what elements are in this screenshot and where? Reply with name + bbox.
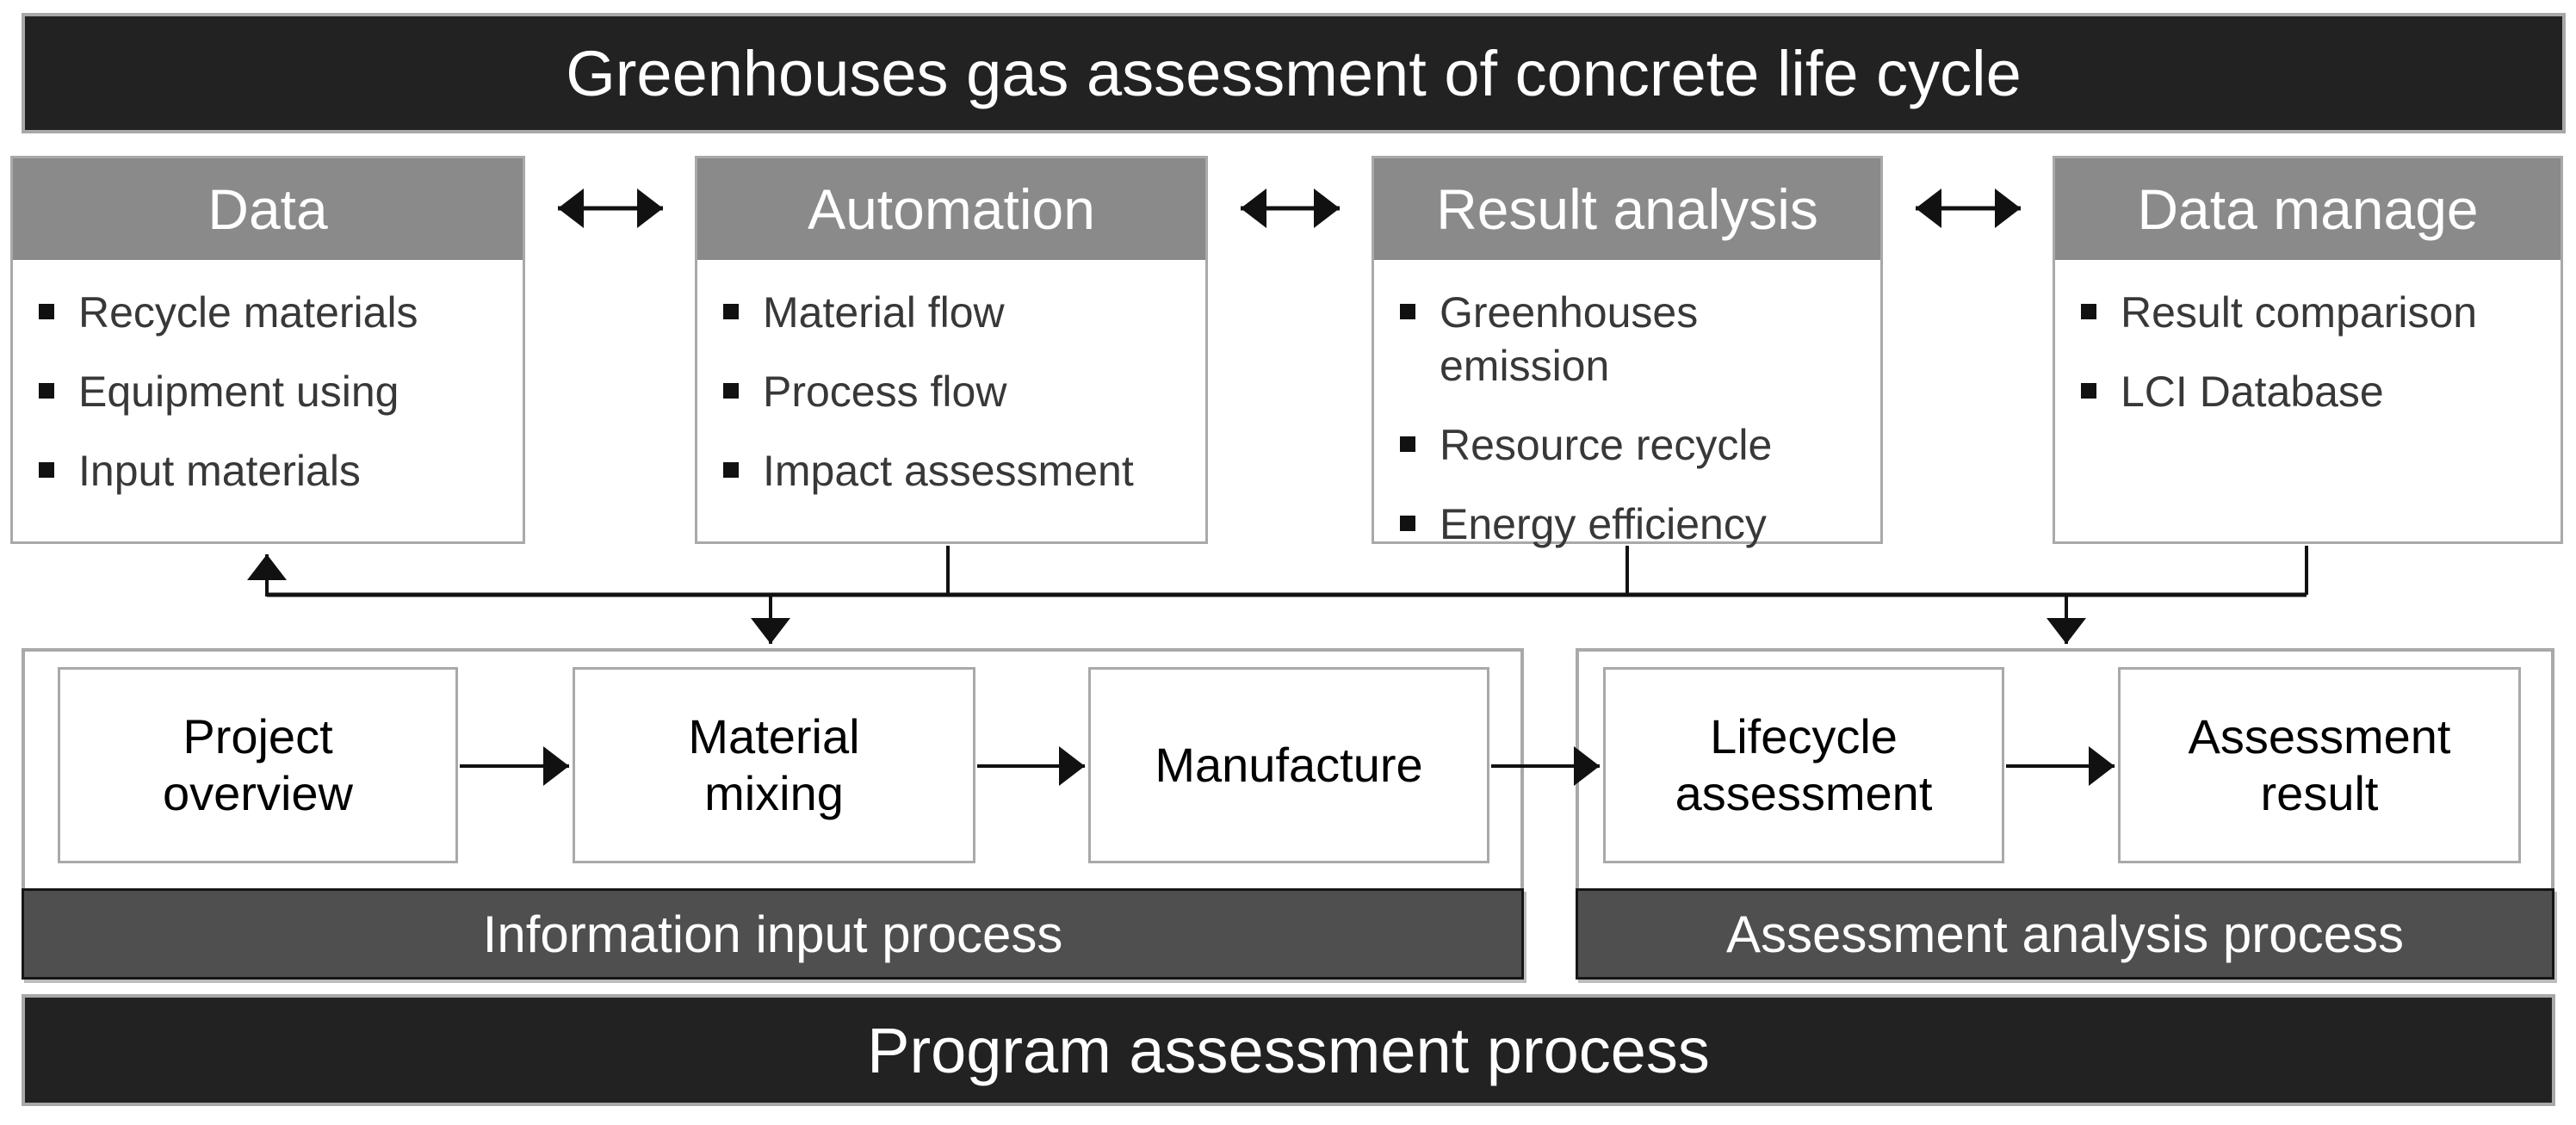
bullet-icon: [1400, 304, 1415, 319]
group-label: Information input process: [482, 905, 1063, 963]
module-data-title: Data: [207, 177, 328, 241]
bullet-icon: [39, 462, 54, 478]
module-result-analysis-header: Result analysis: [1374, 158, 1880, 260]
module-data-list: Recycle materials Equipment using Input …: [13, 286, 523, 498]
list-item: Recycle materials: [13, 286, 523, 339]
step-label: Lifecycle assessment: [1675, 708, 1933, 820]
bullet-icon: [1400, 516, 1415, 531]
diagram-title: Greenhouses gas assessment of concrete l…: [566, 37, 2022, 109]
step-label: Manufacture: [1155, 737, 1423, 792]
module-data-manage-header: Data manage: [2055, 158, 2561, 260]
list-item: Greenhouses emission: [1374, 286, 1880, 393]
list-item-label: Input materials: [78, 447, 361, 495]
footer-bar: Program assessment process: [22, 994, 2555, 1106]
group-label: Assessment analysis process: [1726, 905, 2404, 963]
list-item-label: Greenhouses emission: [1440, 288, 1699, 390]
title-bar: Greenhouses gas assessment of concrete l…: [22, 13, 2566, 133]
step-material-mixing: Material mixing: [573, 667, 975, 863]
list-item: Resource recycle: [1374, 418, 1880, 472]
module-data: Data Recycle materials Equipment using I…: [10, 156, 525, 544]
step-project-overview: Project overview: [58, 667, 458, 863]
list-item-label: Result comparison: [2121, 288, 2478, 337]
bullet-icon: [39, 304, 54, 319]
module-automation: Automation Material flow Process flow Im…: [695, 156, 1208, 544]
list-item-label: Recycle materials: [78, 288, 418, 337]
list-item: Process flow: [697, 365, 1205, 418]
module-data-manage: Data manage Result comparison LCI Databa…: [2053, 156, 2563, 544]
module-data-manage-body: Result comparison LCI Database: [2055, 260, 2561, 418]
group-assessment-analysis-label-bar: Assessment analysis process: [1576, 888, 2554, 980]
list-item: LCI Database: [2055, 365, 2561, 418]
bullet-icon: [39, 383, 54, 399]
module-drop-lines: [946, 546, 2308, 595]
footer-title: Program assessment process: [867, 1014, 1710, 1086]
step-lifecycle-assessment: Lifecycle assessment: [1603, 667, 2004, 863]
module-data-header: Data: [13, 158, 523, 260]
list-item-label: Equipment using: [78, 368, 399, 416]
module-result-analysis-list: Greenhouses emission Resource recycle En…: [1374, 286, 1880, 551]
bullet-icon: [2081, 304, 2096, 319]
step-label: Project overview: [163, 708, 353, 820]
module-result-analysis-title: Result analysis: [1436, 177, 1818, 241]
list-item-label: Resource recycle: [1440, 421, 1773, 469]
step-label: Material mixing: [688, 708, 860, 820]
list-item-label: Energy efficiency: [1440, 500, 1767, 548]
list-item: Input materials: [13, 444, 523, 498]
bullet-icon: [1400, 436, 1415, 452]
step-manufacture: Manufacture: [1088, 667, 1489, 863]
step-label: Assessment result: [2188, 708, 2451, 820]
module-data-manage-title: Data manage: [2137, 177, 2479, 241]
module-automation-header: Automation: [697, 158, 1205, 260]
module-automation-title: Automation: [808, 177, 1095, 241]
bullet-icon: [2081, 383, 2096, 399]
step-assessment-result: Assessment result: [2118, 667, 2521, 863]
list-item-label: LCI Database: [2121, 368, 2384, 416]
bullet-icon: [723, 304, 739, 319]
module-data-body: Recycle materials Equipment using Input …: [13, 260, 523, 498]
list-item: Material flow: [697, 286, 1205, 339]
list-item-label: Impact assessment: [763, 447, 1134, 495]
bullet-icon: [723, 383, 739, 399]
module-automation-list: Material flow Process flow Impact assess…: [697, 286, 1205, 498]
list-item: Energy efficiency: [1374, 498, 1880, 551]
module-result-analysis: Result analysis Greenhouses emission Res…: [1372, 156, 1883, 548]
list-item: Result comparison: [2055, 286, 2561, 339]
list-item-label: Process flow: [763, 368, 1007, 416]
list-item: Equipment using: [13, 365, 523, 418]
bullet-icon: [723, 462, 739, 478]
list-item-label: Material flow: [763, 288, 1005, 337]
module-result-analysis-body: Greenhouses emission Resource recycle En…: [1374, 260, 1880, 551]
module-data-manage-list: Result comparison LCI Database: [2055, 286, 2561, 418]
list-item: Impact assessment: [697, 444, 1205, 498]
group-information-input-label-bar: Information input process: [22, 888, 1524, 980]
module-automation-body: Material flow Process flow Impact assess…: [697, 260, 1205, 498]
